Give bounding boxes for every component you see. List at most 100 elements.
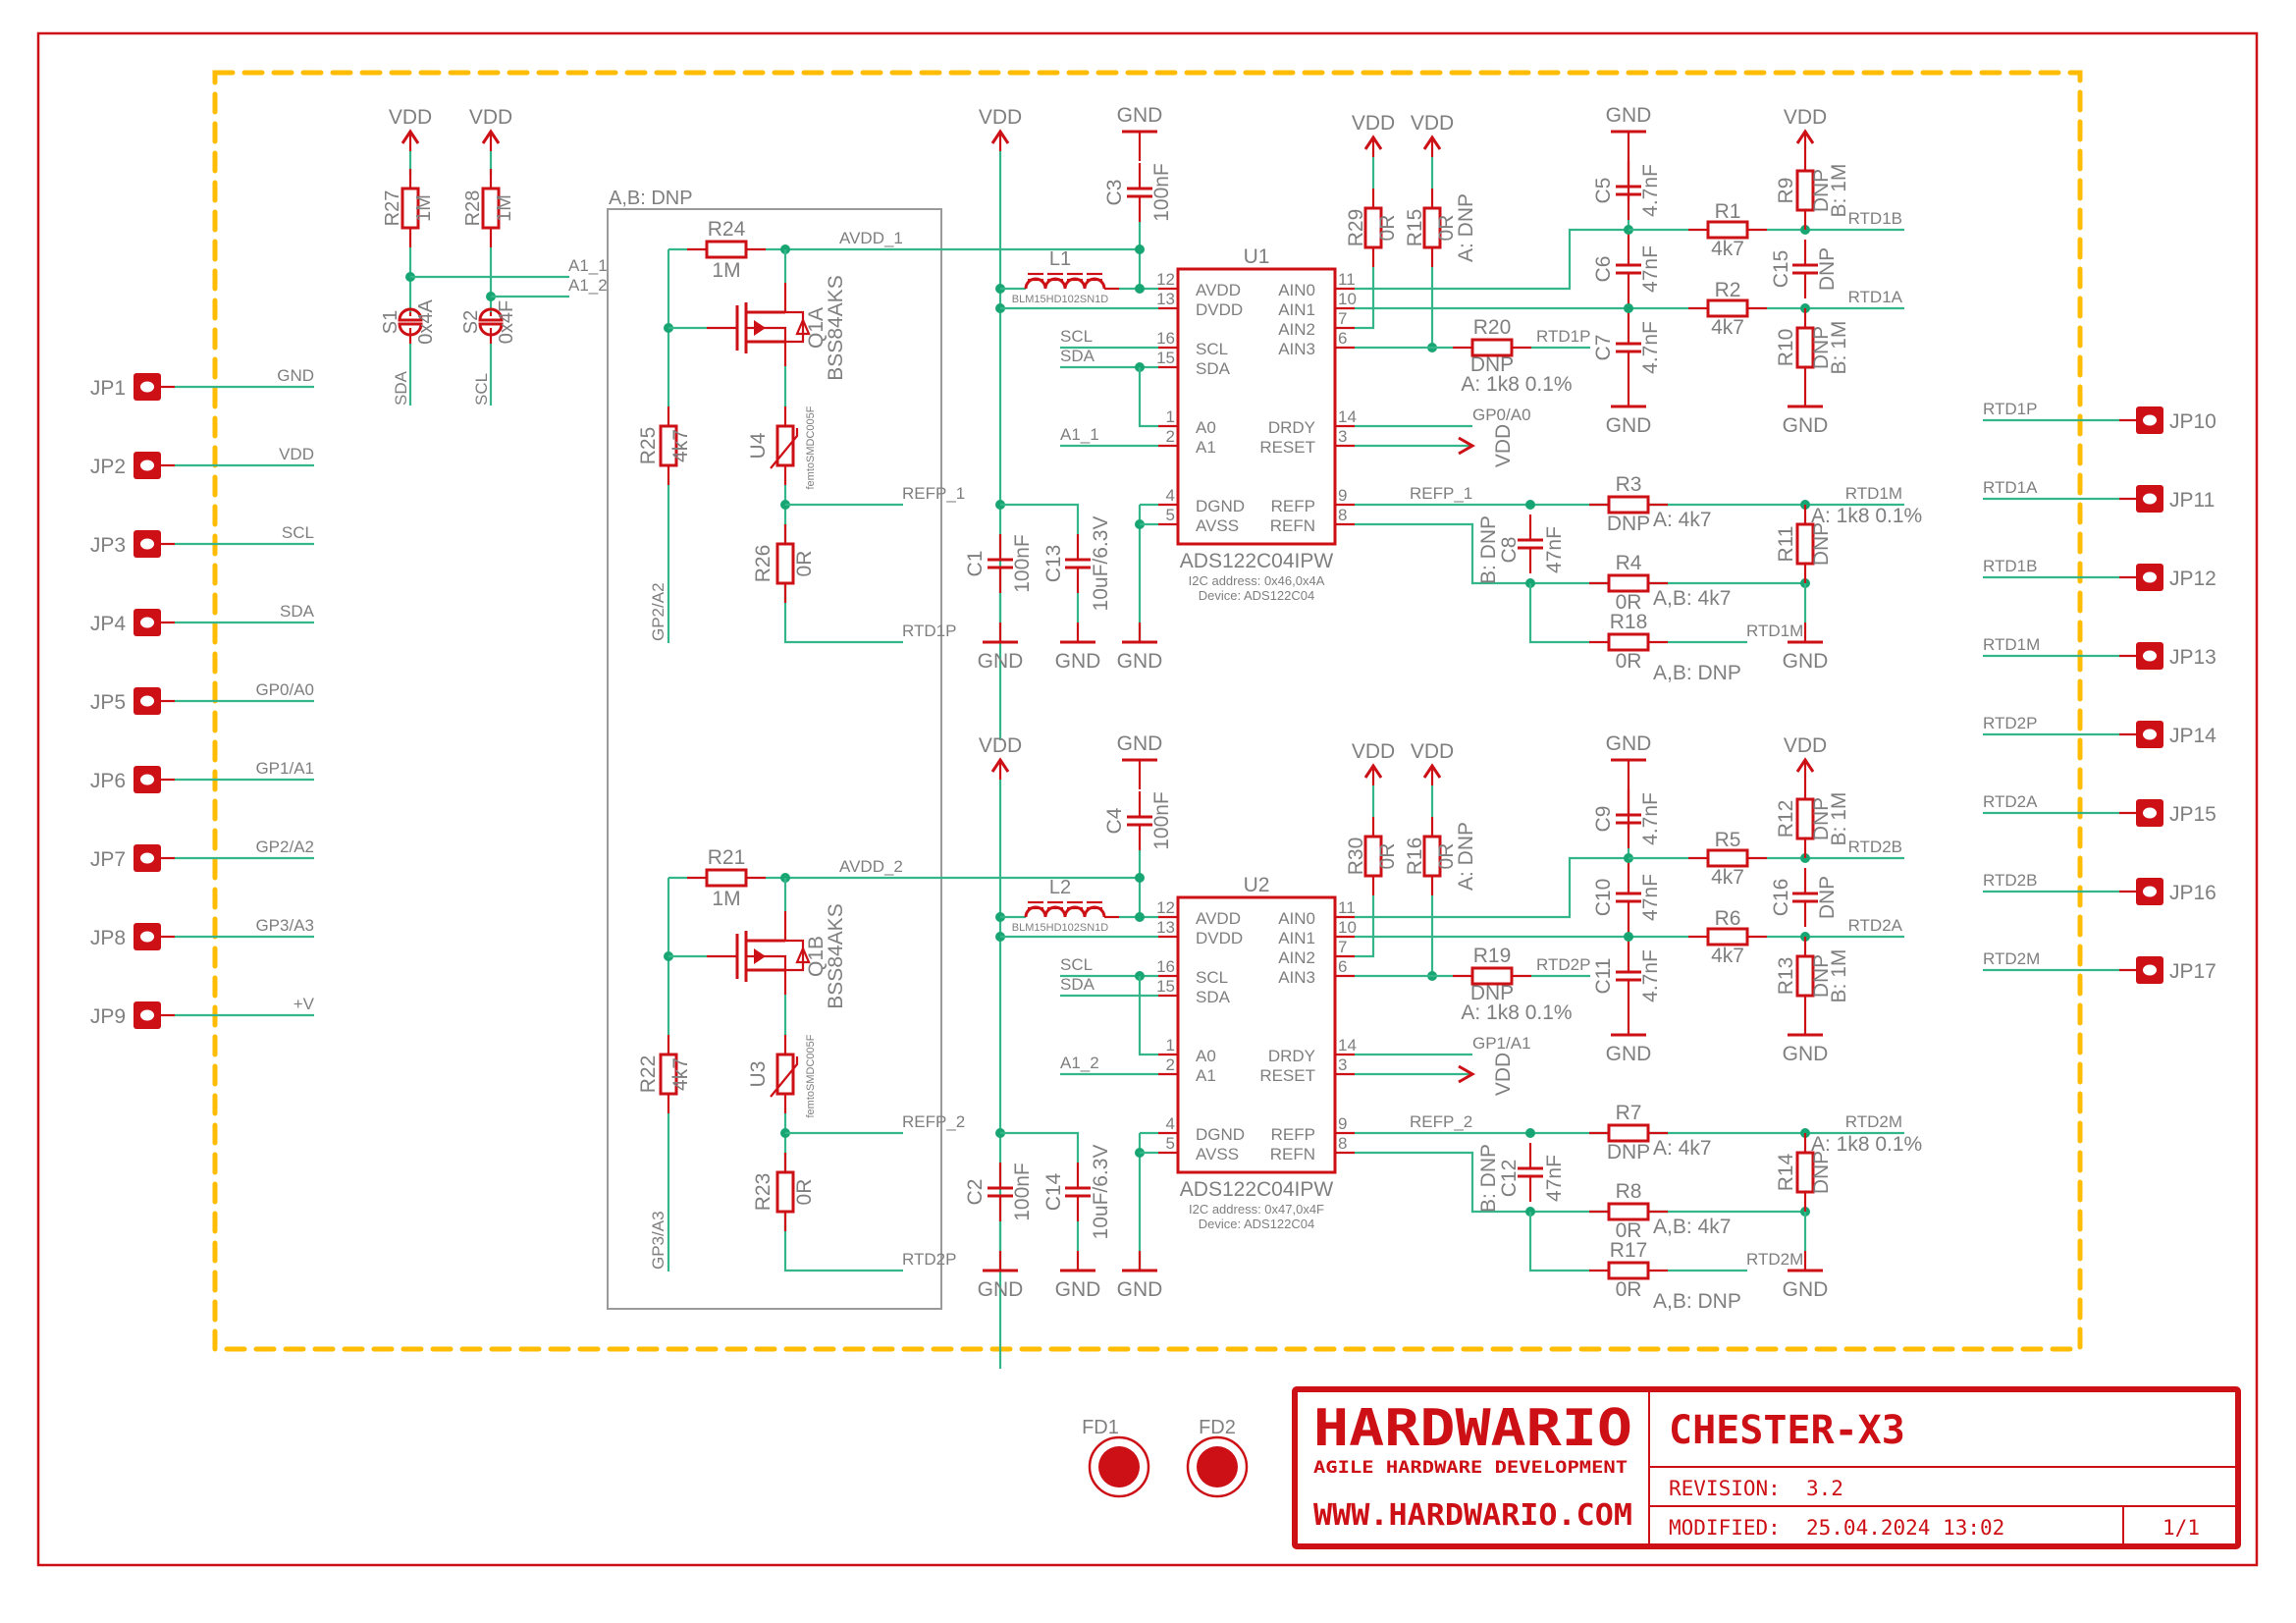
pin-number: 14 [1338, 1036, 1357, 1055]
net-label: RTD2P [1983, 714, 2037, 732]
connector-ref: JP10 [2169, 410, 2216, 433]
capacitor-value: 100nF [1011, 1163, 1034, 1221]
net-label: RTD1M [1746, 622, 1803, 640]
resistor-ref: R11 [1775, 526, 1797, 563]
ic-note: I2C address: 0x47,0x4F [1189, 1202, 1324, 1217]
net-label: GP1/A1 [255, 759, 314, 778]
resistor-note: B: 1M [1828, 949, 1850, 1003]
pin-number: 16 [1156, 329, 1175, 348]
resistor-value: 0R [1616, 1278, 1642, 1301]
resistor-value: 0R [1435, 843, 1458, 870]
capacitor-ref: C16 [1770, 879, 1792, 917]
resistor-ref: R4 [1616, 552, 1642, 574]
net-label: GP0/A0 [255, 680, 314, 699]
pin-number: 3 [1338, 427, 1347, 446]
resistor-ref: R28 [462, 190, 484, 227]
resistor-value: 0R [1376, 215, 1399, 242]
resistor-note: A: DNP [1455, 193, 1477, 262]
mosfet-icon [707, 283, 811, 366]
resistor-note: A: 1k8 0.1% [1461, 1001, 1572, 1024]
body [746, 954, 787, 970]
capacitor-ref: C2 [964, 1179, 987, 1206]
power-label-vdd: VDD [469, 106, 512, 129]
net-label: GND [277, 366, 314, 385]
net-label: SDA [392, 370, 410, 406]
power-label-vdd: VDD [1492, 424, 1515, 467]
pin-number: 4 [1166, 486, 1175, 505]
capacitor-ref: C6 [1592, 256, 1615, 283]
power-label-vdd: VDD [1352, 112, 1395, 135]
net-label: SCL [472, 373, 491, 406]
net-label: RTD2M [1746, 1250, 1803, 1269]
resistor-icon [1706, 848, 1749, 868]
resistor-value: 1M [494, 194, 515, 222]
resistor-icon [1706, 927, 1749, 947]
mosfet-value: BSS84AKS [825, 275, 847, 380]
capacitor-ref: C15 [1770, 250, 1792, 289]
net-label: AVDD_2 [839, 857, 903, 876]
pin-name: REFN [1270, 516, 1315, 535]
capacitor-value: 100nF [1150, 791, 1173, 850]
connector-ref: JP2 [90, 456, 126, 478]
company-tagline: AGILE HARDWARE DEVELOPMENT [1313, 1458, 1628, 1478]
resistor-value: 1M [712, 259, 740, 282]
right-connector-group: RTD1PJP10RTD1AJP11RTD1BJP12RTD1MJP13RTD2… [1983, 400, 2216, 984]
connector-ref: JP15 [2169, 803, 2216, 826]
board-outline [212, 70, 2083, 1352]
resistor-ref: R18 [1610, 611, 1648, 633]
net-label: SCL [1060, 327, 1093, 346]
mosfet-value: BSS84AKS [825, 903, 847, 1008]
capacitor-ref: C1 [964, 551, 987, 577]
wire [1528, 583, 1590, 644]
pin-number: 5 [1166, 506, 1175, 524]
net-label: RTD2B [1983, 871, 2037, 890]
resistor-icon [1795, 169, 1815, 212]
wire [1138, 367, 1158, 428]
revision-label: REVISION: [1669, 1477, 1781, 1500]
pad-hole [2143, 414, 2157, 426]
resistor-note: A: 1k8 0.1% [1811, 1133, 1922, 1156]
inductor-ref: L1 [1049, 248, 1071, 270]
fuse-ref: U3 [747, 1061, 770, 1088]
resistor-ref: R14 [1775, 1153, 1797, 1191]
pin-name: A1 [1196, 1066, 1216, 1085]
pin-number: 8 [1338, 506, 1347, 524]
pad-hole [140, 931, 154, 943]
resistor-icon [1607, 1123, 1650, 1143]
connector-ref: JP9 [90, 1005, 126, 1028]
capacitor-value: 4.7nF [1639, 164, 1662, 217]
pin-number: 3 [1338, 1055, 1347, 1074]
resistor-note: B: 1M [1828, 164, 1850, 218]
net-label: RTD2A [1983, 792, 2038, 811]
pin-name: A1 [1196, 438, 1216, 457]
pin-name: AIN3 [1278, 340, 1315, 358]
company-website: WWW.HARDWARIO.COM [1313, 1498, 1632, 1533]
power-label-gnd: GND [1117, 1278, 1163, 1301]
resistor-note: A,B: 4k7 [1653, 1216, 1731, 1238]
resistor-icon [1706, 220, 1749, 240]
inductor-icon [1024, 900, 1106, 918]
net-label: A1_2 [568, 276, 608, 295]
net-label: REFP_1 [902, 484, 965, 503]
connector-ref: JP1 [90, 377, 126, 400]
junction-dot [1624, 932, 1633, 942]
resistor-ref: R30 [1345, 838, 1367, 876]
power-label-vdd: VDD [389, 106, 432, 129]
capacitor-value: DNP [1816, 876, 1839, 919]
power-label-gnd: GND [1606, 732, 1652, 755]
modified-label: MODIFIED: [1669, 1516, 1781, 1540]
resistor-note: A: 1k8 0.1% [1811, 505, 1922, 527]
pin-number: 9 [1338, 1114, 1347, 1133]
ic-ref: U1 [1244, 245, 1270, 268]
resistor-icon [1607, 632, 1650, 652]
capacitor-value: 4.7nF [1639, 792, 1662, 845]
power-label-gnd: GND [1783, 1278, 1829, 1301]
fiducial-fd1: FD1 [1082, 1417, 1150, 1498]
resistor-value: DNP [1470, 982, 1514, 1004]
resistor-icon [775, 1170, 795, 1214]
pad-hole [2143, 964, 2157, 976]
resistor-icon [659, 1053, 678, 1096]
fiducial-fd2: FD2 [1186, 1417, 1249, 1498]
net-label: A1_1 [1060, 425, 1099, 444]
